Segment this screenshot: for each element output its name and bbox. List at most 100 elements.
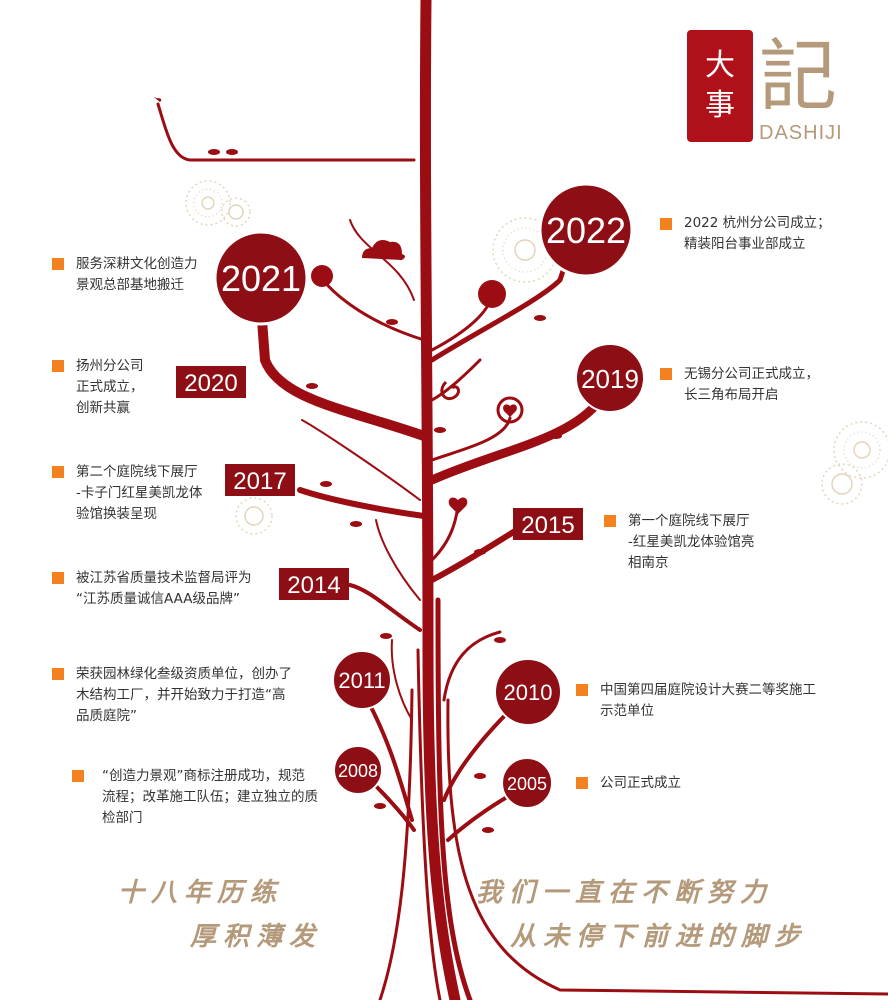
year-node-2019: 2019	[575, 343, 645, 413]
leaf	[494, 637, 506, 643]
branch	[257, 315, 429, 441]
bullet-icon	[576, 777, 588, 789]
year-node-2021: 2021	[213, 230, 309, 326]
leaves	[153, 96, 562, 833]
logo: 大 事 記 DASHIJI	[687, 28, 867, 158]
year-node-2005: 2005	[501, 757, 553, 809]
branch	[349, 219, 415, 301]
year-2019: 2019	[581, 364, 639, 394]
year-2022: 2022	[546, 210, 626, 251]
year-node-2008: 2008	[333, 745, 383, 795]
leaf	[374, 803, 386, 809]
event-2005: 公司正式成立	[600, 775, 681, 791]
trunk-line	[378, 688, 414, 1000]
year-node-2014: 2014	[279, 568, 349, 600]
year-node-2010: 2010	[494, 658, 562, 726]
bullet-icon	[660, 368, 672, 380]
branch	[442, 630, 502, 702]
slogan-left-line1: 十八年历练	[118, 878, 284, 908]
leaf	[482, 827, 494, 833]
branch	[430, 504, 460, 562]
event-2021: 服务深耕文化创造力景观总部基地搬迁	[76, 256, 198, 293]
bullet-icon	[660, 218, 672, 230]
trunk-line	[435, 597, 473, 1000]
branch-dot	[478, 280, 506, 308]
logo-big-char: 記	[759, 32, 838, 122]
leaf	[350, 521, 362, 527]
decorative-bursts	[185, 180, 888, 535]
year-node-2020: 2020	[176, 366, 246, 398]
branch	[297, 487, 427, 519]
year-2008: 2008	[338, 761, 378, 781]
bullet-icon	[604, 515, 616, 527]
branch	[301, 419, 421, 501]
bullet-icon	[52, 668, 64, 680]
burst-decoration	[235, 497, 273, 535]
bullet-icon	[72, 770, 84, 782]
year-2005: 2005	[507, 774, 547, 794]
burst-decoration	[821, 463, 863, 505]
leaf	[208, 149, 220, 155]
year-2011: 2011	[338, 668, 385, 693]
event-2008: “创造力景观”商标注册成功，规范流程；改革施工队伍；建立独立的质检部门	[102, 768, 318, 826]
year-2017: 2017	[233, 468, 286, 495]
year-2020: 2020	[184, 370, 237, 397]
event-2010: 中国第四届庭院设计大赛二等奖施工示范单位	[600, 682, 816, 719]
leaf	[153, 96, 162, 102]
leaf	[386, 319, 398, 325]
year-2021: 2021	[221, 258, 301, 299]
heart-icon	[448, 497, 468, 514]
event-2019: 无锡分公司正式成立，长三角布局开启	[684, 366, 819, 403]
spiral-icon	[440, 380, 460, 401]
bullet-icon	[576, 684, 588, 696]
branch	[348, 583, 422, 632]
branch	[318, 274, 426, 342]
branches	[156, 0, 888, 1000]
event-2011: 荣获园林绿化叁级资质单位，创办了木结构工厂，并开始致力于打造“高品质庭院”	[76, 666, 292, 724]
bullet-icon	[52, 360, 64, 372]
year-2010: 2010	[504, 680, 553, 705]
burst-decoration	[185, 180, 231, 226]
year-2014: 2014	[287, 572, 340, 599]
seal-char: 事	[705, 88, 735, 123]
branch	[429, 247, 573, 363]
heart-ring-icon	[496, 396, 524, 424]
event-2015: 第一个庭院线下展厅-红星美凯龙体验馆亮相南京	[628, 513, 755, 571]
trunk-line	[416, 648, 442, 1000]
year-node-2011: 2011	[332, 650, 392, 710]
event-2020: 扬州分公司正式成立，创新共赢	[76, 358, 144, 416]
leaf	[380, 633, 392, 639]
branch	[390, 639, 413, 721]
leaf	[226, 149, 238, 155]
branch-dot	[311, 265, 333, 287]
event-2022: 2022 杭州分公司成立；精装阳台事业部成立	[684, 215, 831, 252]
leaf	[306, 383, 318, 389]
logo-seal: 大 事	[687, 30, 753, 142]
year-node-2015: 2015	[513, 508, 583, 540]
cloud-icon	[362, 240, 405, 260]
bullet-icon	[52, 258, 64, 270]
year-node-2017: 2017	[225, 464, 295, 496]
burst-decoration	[833, 421, 888, 479]
branch	[430, 416, 512, 462]
slogan-right-line1: 我们一直在不断努力	[476, 878, 774, 908]
branch	[156, 102, 416, 162]
slogan-left-line2: 厚积薄发	[190, 922, 323, 952]
year-2015: 2015	[521, 512, 574, 539]
slogan-right-line2: 从未停下前进的脚步	[510, 922, 808, 952]
event-2014: 被江苏省质量技术监督局评为“江苏质量诚信AAA级品牌”	[76, 570, 252, 607]
trunk-line	[446, 698, 888, 996]
bullet-icon	[52, 466, 64, 478]
branch	[430, 358, 482, 402]
leaf	[550, 433, 562, 439]
leaf	[320, 481, 332, 487]
branch	[427, 395, 605, 485]
year-node-2022: 2022	[538, 182, 634, 278]
bullet-icon	[52, 572, 64, 584]
logo-pinyin: DASHIJI	[759, 122, 843, 144]
leaf	[434, 427, 446, 433]
trunk	[419, 0, 461, 1000]
leaf	[474, 549, 486, 555]
event-2017: 第二个庭院线下展厅-卡子门红星美凯龙体验馆换装呈现	[76, 464, 203, 522]
